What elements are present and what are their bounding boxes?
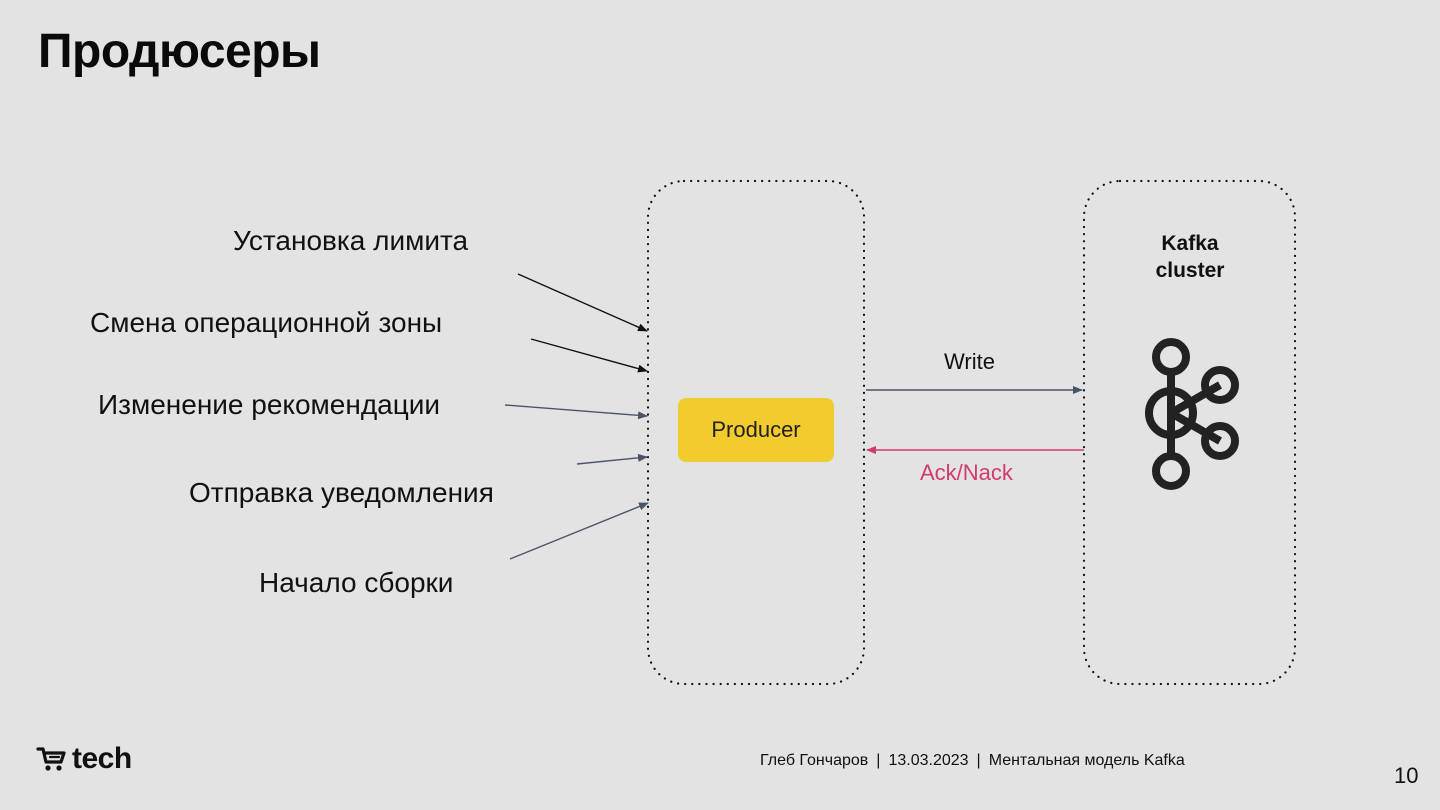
event-label-notification: Отправка уведомления <box>189 477 494 508</box>
kafka-title-line1: Kafka <box>1161 232 1219 255</box>
page-number: 10 <box>1394 763 1419 788</box>
event-label-build: Начало сборки <box>259 567 454 598</box>
producer-box: Producer <box>678 398 834 462</box>
tech-logo: tech <box>36 742 132 776</box>
kafka-cluster-title: Kafka cluster <box>1100 230 1280 284</box>
event-arrow-notification <box>576 453 648 465</box>
footer-talk: Ментальная модель Kafka <box>988 752 1185 769</box>
kafka-title-line2: cluster <box>1155 259 1225 282</box>
event-label-limit: Установка лимита <box>233 225 469 256</box>
footer-date: 13.03.2023 <box>888 752 969 769</box>
producer-label: Producer <box>711 417 801 442</box>
logo-text: tech <box>72 742 132 775</box>
event-arrow-zone <box>530 338 648 373</box>
footer-separator: | <box>976 752 981 769</box>
event-arrow-recommendation <box>504 404 648 420</box>
event-arrow-limit <box>517 273 648 332</box>
slide-title: Продюсеры <box>38 25 321 78</box>
kafka-logo-icon <box>1145 338 1239 490</box>
event-arrow-build <box>509 502 649 560</box>
ack-label: Ack/Nack <box>920 460 1013 485</box>
write-label: Write <box>944 349 995 374</box>
footer: Глеб Гончаров | 13.03.2023 | Ментальная моде… <box>760 752 1185 770</box>
footer-author: Глеб Гончаров <box>760 752 869 769</box>
kafka-cluster-container <box>1082 179 1297 686</box>
event-label-zone: Смена операционной зоны <box>90 307 443 338</box>
producer-container <box>646 179 866 686</box>
event-label-recommendation: Изменение рекомендации <box>98 389 441 420</box>
shopping-cart-icon <box>36 747 66 771</box>
footer-separator: | <box>876 752 881 769</box>
